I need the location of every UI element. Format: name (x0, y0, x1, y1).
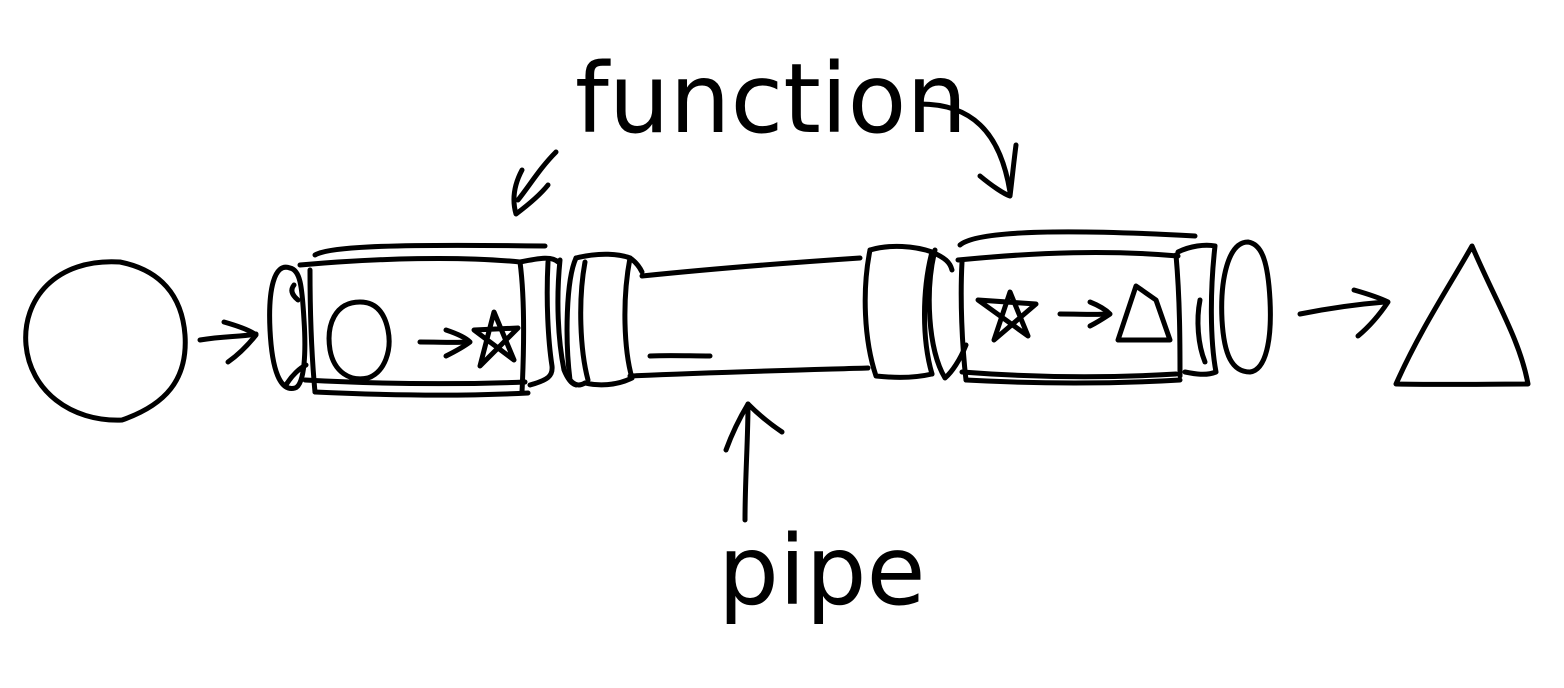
function-2-cylinder (955, 229, 1273, 386)
arrow-function-2-to-output (1297, 287, 1391, 339)
function-label: function (575, 43, 967, 155)
arrow-input-to-function-1 (197, 319, 259, 365)
output-triangle-icon (1393, 243, 1531, 387)
function-1-cylinder (267, 242, 561, 398)
pipe-label-arrow (723, 401, 785, 523)
function-2-star-icon (975, 289, 1039, 343)
function-1-star-icon (471, 309, 521, 369)
pipe-segment (555, 243, 969, 388)
input-circle-icon (23, 259, 188, 423)
function-2-arrow (1057, 299, 1113, 329)
function-1-circle-icon (326, 299, 392, 382)
function-label-arrow-left (511, 149, 559, 217)
pipe-label: pipe (718, 515, 926, 627)
function-1-arrow (417, 327, 473, 359)
function-label-arrow-right (917, 101, 1019, 199)
function-2-triangle-icon (1115, 283, 1173, 343)
